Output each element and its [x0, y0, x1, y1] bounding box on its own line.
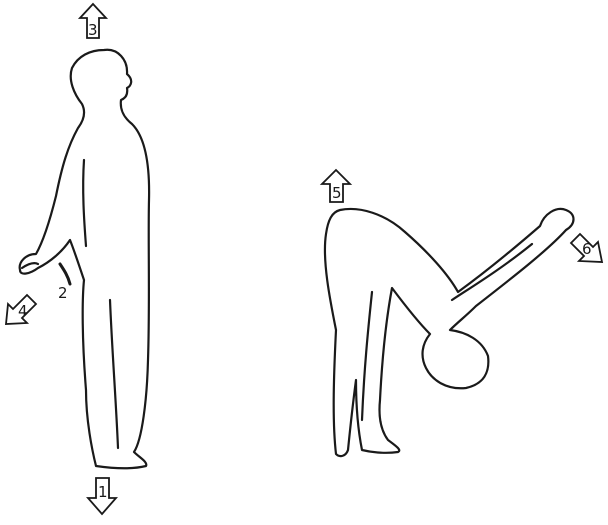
marker-4: 4 — [6, 295, 36, 324]
marker-2: 2 — [58, 264, 70, 302]
marker-2-label: 2 — [58, 284, 68, 302]
bending-figure — [325, 209, 574, 456]
marker-6: 6 — [571, 234, 602, 262]
standing-figure-outline — [20, 50, 149, 469]
marker-5-label: 5 — [332, 184, 342, 202]
standing-figure-leg-line — [110, 300, 118, 448]
marker-4-label: 4 — [18, 302, 28, 320]
marker-6-label: 6 — [582, 240, 592, 258]
standing-figure-arm-line — [83, 160, 86, 246]
marker-3: 3 — [80, 4, 106, 39]
curved-arrow-icon — [60, 264, 70, 284]
standing-figure — [20, 50, 149, 469]
standing-figure-fist — [22, 263, 38, 268]
marker-1-label: 1 — [98, 483, 108, 501]
marker-3-label: 3 — [88, 21, 98, 39]
marker-5: 5 — [322, 170, 350, 202]
marker-1: 1 — [88, 478, 116, 514]
bending-figure-leg-line — [362, 292, 372, 420]
